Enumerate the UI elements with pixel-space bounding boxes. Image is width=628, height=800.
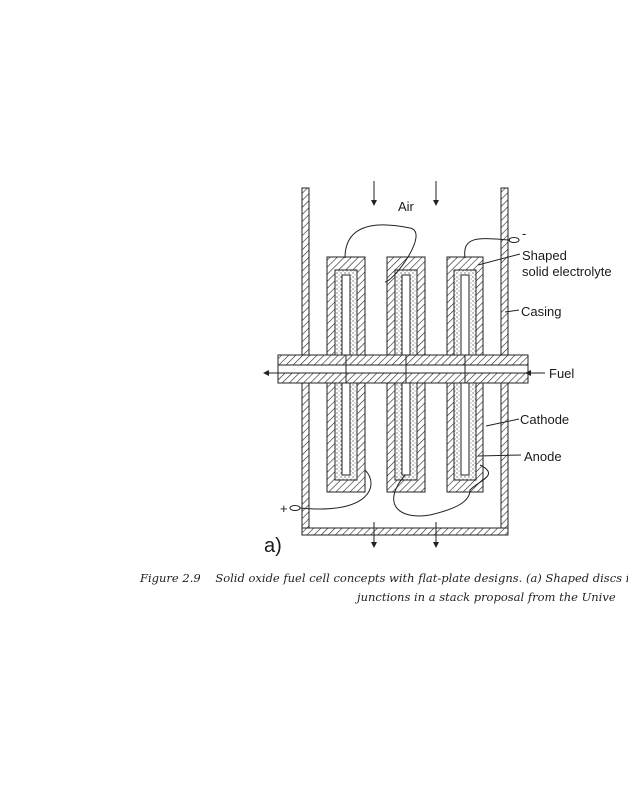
fuel-pipe: [277, 354, 529, 384]
label-fuel: Fuel: [549, 366, 574, 381]
label-minus: -: [522, 226, 526, 241]
caption-text-1: Solid oxide fuel cell concepts with flat…: [215, 571, 628, 585]
label-casing: Casing: [521, 304, 561, 319]
label-shaped: Shaped: [522, 248, 567, 263]
figure-number: Figure 2.9: [140, 571, 201, 585]
label-cathode: Cathode: [520, 412, 569, 427]
leader-lines: [477, 253, 522, 457]
label-anode: Anode: [524, 449, 562, 464]
figure-caption-line2: junctions in a stack proposal from the U…: [357, 590, 616, 604]
wires: [289, 224, 520, 517]
label-solid-electrolyte: solid electrolyte: [522, 264, 612, 279]
label-plus: +: [280, 501, 288, 516]
flow-arrows: [263, 181, 545, 548]
panel-label: a): [264, 535, 282, 557]
figure-caption-line1: Figure 2.9 Solid oxide fuel cell concept…: [140, 571, 628, 585]
label-air: Air: [398, 199, 415, 214]
